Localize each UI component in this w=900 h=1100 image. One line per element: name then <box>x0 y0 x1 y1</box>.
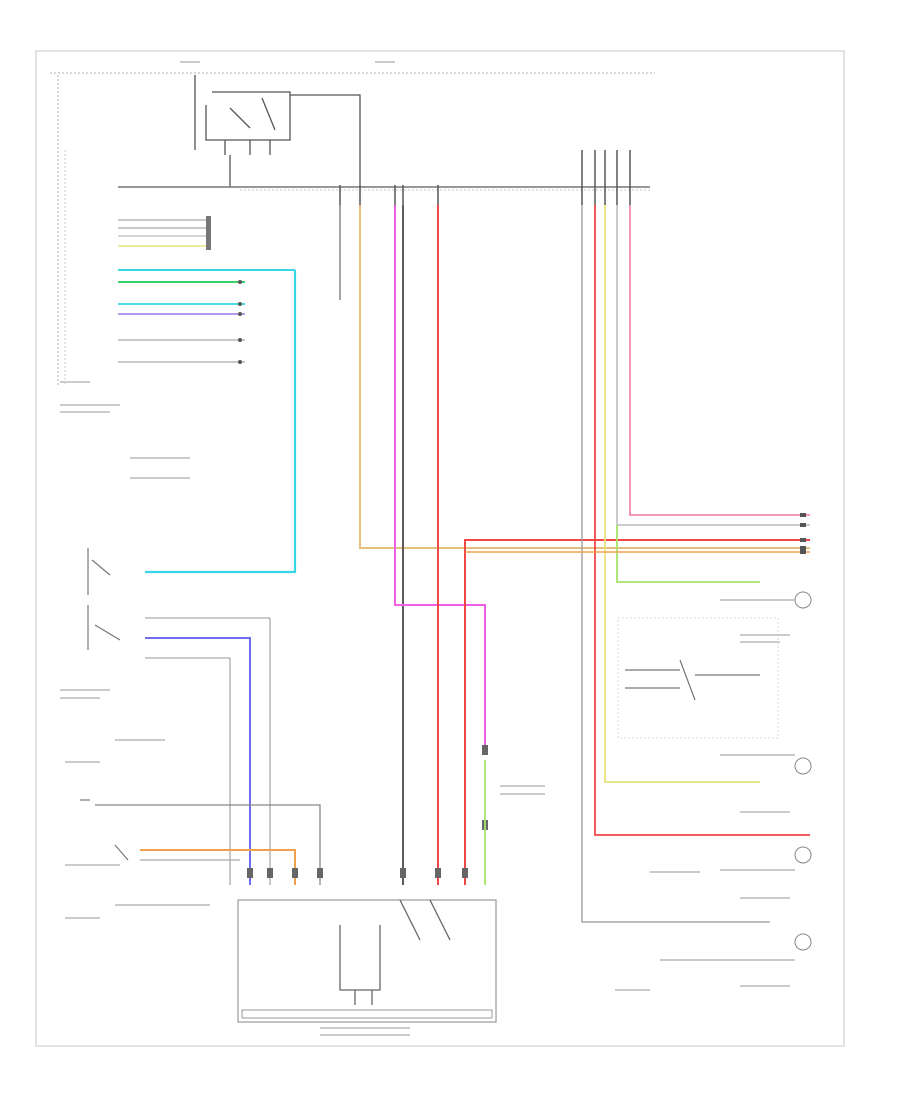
combination-switch-box <box>237 899 497 1023</box>
yellow-wire-right <box>604 205 760 783</box>
gray-wire-right <box>616 205 810 526</box>
bottom-connector-pins <box>247 745 488 878</box>
left-lower-switch <box>80 799 129 861</box>
combination-switch-contacts <box>339 899 451 1005</box>
left-switch-1 <box>87 548 121 650</box>
diagram-frame <box>35 50 845 1047</box>
relay-box <box>205 91 291 155</box>
cyan-wire <box>145 270 297 574</box>
blue-wire <box>145 637 251 885</box>
right-switch <box>625 659 760 701</box>
bus-connectors <box>339 150 631 205</box>
tan-wire <box>359 205 810 549</box>
gray-wire-left-2 <box>145 657 231 885</box>
green-wire-right <box>616 525 760 583</box>
gray-wire-left-5 <box>95 804 321 885</box>
right-dashed-box <box>617 617 779 739</box>
gray-wire-far-right <box>581 205 770 923</box>
label-marks <box>60 61 790 1036</box>
combination-switch-inner <box>241 1009 493 1019</box>
right-wire-ends <box>800 513 806 554</box>
relay-feed <box>194 75 361 187</box>
rose-wire <box>629 205 810 516</box>
instrument-panel-connector <box>118 216 295 364</box>
lamp-symbols <box>794 591 812 951</box>
red-wire-465 <box>464 539 810 885</box>
red-wire-right <box>594 205 810 836</box>
pink-wire <box>394 205 486 750</box>
orange-wire <box>140 849 296 885</box>
